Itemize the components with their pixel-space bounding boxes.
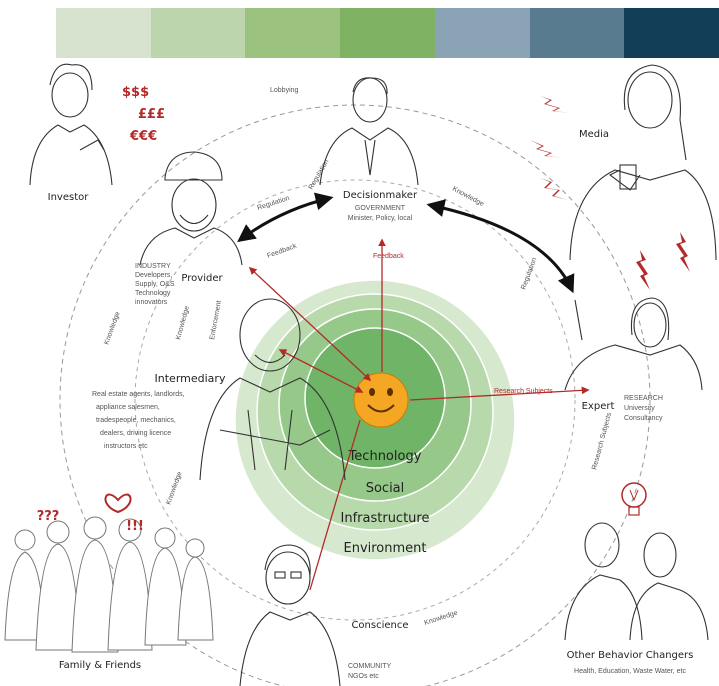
other-changers-label: Other Behavior Changers (567, 650, 694, 661)
palette-swatch (56, 8, 151, 58)
family-mark-exclamation: !!! (126, 519, 144, 534)
flow-label: Knowledge (165, 471, 183, 506)
heart-icon (104, 493, 132, 514)
palette-swatch (340, 8, 435, 58)
provider-sub: innovators (135, 299, 168, 306)
flow-label: Enforcement (209, 300, 223, 340)
provider-label: Provider (181, 273, 223, 284)
flow-label: Feedback (373, 253, 404, 260)
intermediary-figure (199, 298, 346, 481)
ring-label-technology: Technology (348, 449, 422, 464)
ring-label-social: Social (366, 481, 405, 496)
flow-label: Research Subjects (494, 388, 553, 395)
palette-swatch (150, 8, 246, 58)
flow-label: Feedback (266, 243, 298, 260)
provider-sub: Supply, O&S (135, 281, 175, 288)
intermediary-sub: appliance salesmen, (96, 404, 160, 411)
palette-swatch (624, 8, 719, 58)
investor-figure (29, 63, 113, 186)
color-palette-strip (56, 8, 719, 58)
red-arrow-expert (409, 386, 590, 401)
conscience-sub: NGOs etc (348, 673, 379, 680)
lightbulb-icon (621, 482, 647, 516)
smiley-icon (353, 372, 409, 428)
other-changers-figure (564, 522, 709, 641)
currency-euro: €€€ (129, 129, 157, 144)
flow-label: Regulation (308, 158, 331, 191)
currency-pound: £££ (138, 107, 165, 122)
arrow-decision-expert (426, 199, 575, 294)
investor-label: Investor (48, 192, 90, 203)
palette-swatch (529, 8, 625, 58)
red-arrow-conscience (309, 419, 361, 591)
media-label: Media (579, 129, 609, 140)
flow-label: Lobbying (270, 87, 299, 94)
provider-sub: Developers, (135, 272, 172, 279)
expert-label: Expert (582, 401, 615, 412)
expert-figure (564, 297, 703, 391)
decisionmaker-label: Decisionmaker (343, 190, 418, 201)
intermediary-sub: Real estate agents, landlords, (92, 391, 185, 398)
family-figures (4, 516, 214, 653)
flow-label: Knowledge (175, 305, 191, 340)
family-label: Family & Friends (59, 660, 141, 671)
family-mark-question: ??? (37, 509, 60, 524)
inner-orbit (134, 179, 576, 621)
ring-label-environment: Environment (343, 541, 426, 556)
decisionmaker-sub1: GOVERNMENT (355, 205, 406, 212)
flow-label: Research Subjects (591, 411, 613, 470)
flow-label: Knowledge (103, 311, 121, 346)
palette-swatch (245, 8, 341, 58)
currency-dollar: $$$ (122, 85, 149, 100)
other-changers-sub: Health, Education, Waste Water, etc (574, 668, 686, 675)
flow-label: Knowledge (423, 610, 458, 627)
expert-sub: Consultancy (624, 415, 663, 422)
flow-label: Regulation (520, 257, 538, 291)
palette-swatch (434, 8, 530, 58)
flow-label: Regulation (256, 195, 290, 212)
expert-sub: RESEARCH (624, 395, 663, 402)
provider-sub: Technology (135, 290, 171, 297)
noise-icon (530, 96, 690, 290)
conscience-sub: COMMUNITY (348, 663, 391, 670)
provider-figure (139, 151, 243, 266)
provider-sub: INDUSTRY (135, 263, 171, 270)
arrow-decision-provider (237, 192, 334, 243)
intermediary-sub: tradespeople, mechanics, (96, 417, 176, 424)
ring-label-infrastructure: Infrastructure (341, 511, 430, 526)
flow-label: Knowledge (451, 186, 485, 208)
intermediary-sub: instructors etc (104, 443, 148, 450)
expert-sub: University (624, 405, 655, 412)
intermediary-sub: dealers, driving licence (100, 430, 171, 437)
intermediary-label: Intermediary (155, 372, 226, 385)
conscience-figure (239, 544, 341, 686)
conscience-label: Conscience (351, 620, 408, 631)
decisionmaker-sub2: Minister, Policy, local (348, 215, 413, 222)
outer-orbit (59, 104, 651, 686)
decisionmaker-figure (319, 77, 419, 186)
media-figure (569, 64, 717, 261)
